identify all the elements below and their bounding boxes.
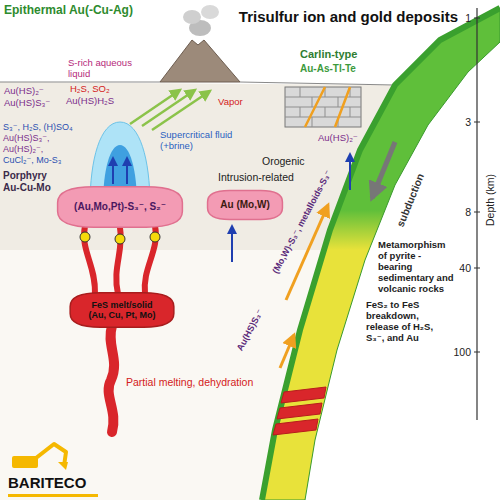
fes-melt-pool: FeS melt/solid (Au, Cu, Pt, Mo)	[68, 292, 176, 328]
magma-conduit	[109, 326, 115, 432]
axis-title: Depth (km)	[484, 174, 496, 226]
volcanic-plume	[201, 5, 219, 19]
node-shape	[208, 191, 283, 220]
species-label: Au(HS)₂⁻	[4, 86, 44, 97]
species-label: Au(HS)S₃⁻,	[3, 133, 49, 143]
species-label: S₃⁻, H₂S, (H)SO₄	[3, 122, 73, 132]
depth-value: 40	[438, 262, 471, 274]
depth-ticks	[474, 18, 480, 352]
diagram-title: Trisulfur ion and gold deposits	[218, 8, 458, 25]
fluid-label: Vapor	[218, 97, 243, 108]
species-label: Au(HS)₂⁻,	[3, 144, 43, 154]
fluid-arrow	[231, 226, 233, 262]
fluid-arrow	[126, 158, 128, 184]
fluid-arrow	[142, 90, 195, 126]
volcanic-plume	[183, 10, 201, 24]
node-text: FeS melt/solid (Au, Cu, Pt, Mo)	[82, 300, 162, 321]
fault-line	[305, 87, 350, 127]
melt-stripe	[277, 403, 322, 419]
subducting-slab	[262, 8, 500, 500]
depth-value: 100	[438, 346, 471, 358]
melt-stripe	[273, 419, 318, 435]
deposit-type-label: Carlin-type	[300, 48, 357, 61]
node-shape	[58, 187, 183, 227]
metal-droplet	[80, 232, 90, 242]
species-label: H₂S, SO₂	[70, 84, 110, 95]
logo-excavator-bucket	[58, 462, 68, 470]
fluid-label: Supercritical fluid (+brine)	[160, 130, 248, 152]
metal-droplet	[150, 232, 160, 242]
volcano	[160, 40, 240, 82]
depth-value: 3	[438, 116, 471, 128]
fluid-arrow	[349, 154, 351, 190]
logo-underline	[8, 494, 98, 497]
fluid-arrow	[152, 91, 210, 130]
metal-association-label: Au-As-Tl-Te	[300, 63, 356, 75]
depth-axis	[476, 8, 477, 420]
deposit-type-label: Epithermal Au(-Cu-Ag)	[4, 4, 133, 18]
process-label: subduction	[394, 172, 426, 229]
melt-stripe	[281, 387, 326, 403]
species-label: Au(HS)H₂S	[66, 96, 114, 107]
deposit-type-label: Porphyry Au-Cu-Mo	[3, 170, 61, 193]
node-shape	[70, 293, 174, 328]
limestone-bedding	[285, 87, 361, 127]
fluid-arrow	[112, 158, 114, 184]
fluid-label: S-rich aqueous liquid	[68, 58, 148, 80]
process-label: FeS₂ to FeS breakdown, release of H₂S, S…	[366, 300, 452, 344]
fluid-arrow	[130, 90, 180, 124]
deposit-type-label: Orogenic	[262, 155, 305, 167]
logo-excavator-body	[12, 456, 38, 468]
deposit-type-label: Intrusion-related	[218, 171, 294, 183]
metal-droplet	[115, 234, 125, 244]
process-label: Metamorphism of pyrite - bearing sedimen…	[378, 240, 454, 295]
node-text: Au (Mo,W)	[220, 199, 269, 211]
slab-top-layer	[262, 8, 500, 500]
depth-value: 8	[438, 206, 471, 218]
subduction-arrow	[372, 142, 395, 198]
fluid-arrow	[280, 335, 294, 368]
species-label: CuCl₂⁻, Mo-S₃	[3, 155, 61, 165]
node-text: (Au,Mo,Pt)-S₃⁻, S₂⁻	[74, 201, 166, 213]
species-label: Au(HS)S₃⁻	[4, 98, 50, 109]
magma-chamber: (Au,Mo,Pt)-S₃⁻, S₂⁻	[55, 186, 185, 228]
intrusion-body: Au (Mo,W)	[206, 190, 284, 220]
process-label: Partial melting, dehydration	[126, 376, 253, 388]
logo-wordmark: BARITECO	[8, 474, 86, 491]
depth-value: 1	[438, 12, 471, 24]
limestone-block	[285, 87, 361, 127]
species-label: Au(HS)₂⁻	[318, 133, 358, 144]
